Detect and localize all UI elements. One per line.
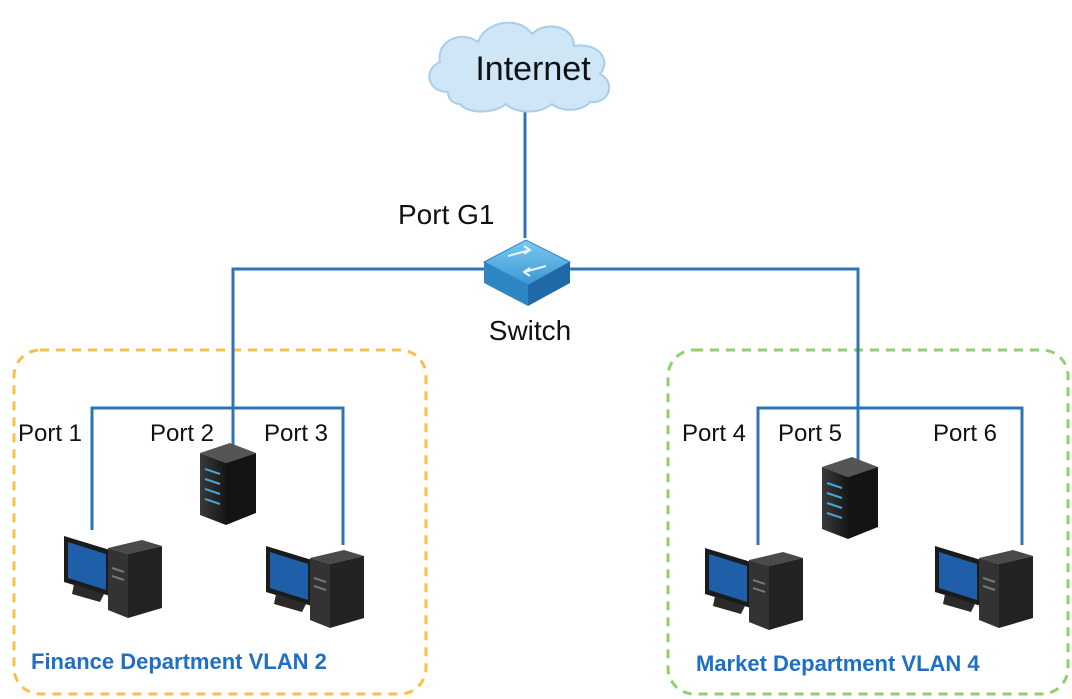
vlan-2-boundary <box>12 348 428 696</box>
port-1-label: Port 1 <box>18 420 82 447</box>
port-2-label: Port 2 <box>150 420 214 447</box>
desktop-computer-icon <box>64 536 162 618</box>
port-5-label: Port 5 <box>778 420 842 447</box>
vlan4-bus <box>756 406 1024 545</box>
uplink-port-label: Port G1 <box>398 199 494 230</box>
network-links <box>90 108 1024 545</box>
cloud-icon <box>428 21 611 113</box>
vlan-4-title: Market Department VLAN 4 <box>696 651 980 676</box>
server-icon <box>200 443 256 525</box>
port-4-label: Port 4 <box>682 420 746 447</box>
desktop-computer-icon <box>935 546 1033 628</box>
vlan2-bus <box>90 406 345 545</box>
link-switch-vlan4 <box>568 267 860 408</box>
desktop-computer-icon <box>266 546 364 628</box>
port-3-label: Port 3 <box>264 420 328 447</box>
port-6-label: Port 6 <box>933 420 997 447</box>
switch-label: Switch <box>489 315 571 346</box>
switch-icon <box>482 239 572 306</box>
link-switch-vlan2 <box>231 267 484 408</box>
devices <box>64 443 1033 630</box>
internet-cloud: Internet <box>428 21 611 113</box>
vlan-2-title: Finance Department VLAN 2 <box>31 649 327 674</box>
vlan-4-boundary <box>666 348 1070 696</box>
desktop-computer-icon <box>705 548 803 630</box>
server-icon <box>822 457 878 539</box>
internet-label: Internet <box>475 50 591 88</box>
